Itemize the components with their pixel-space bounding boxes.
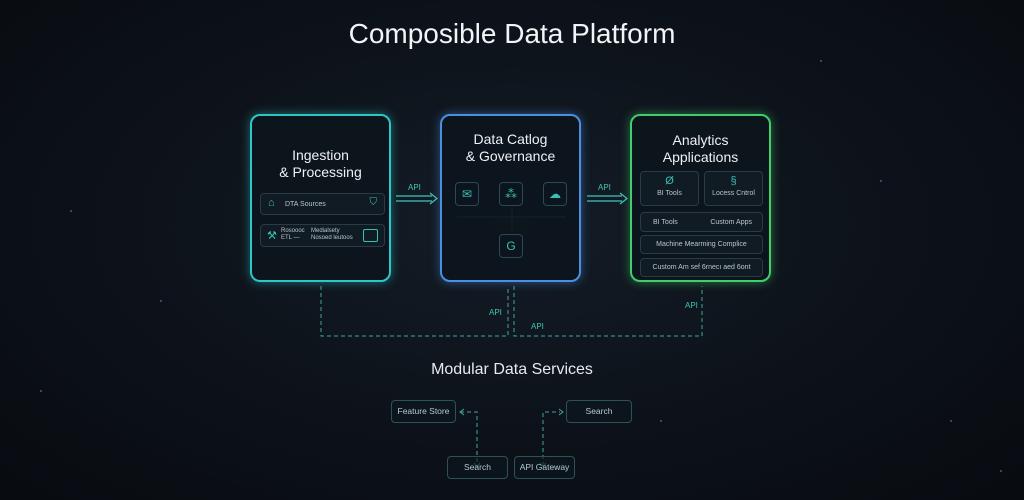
dashed-link-analytics xyxy=(513,286,703,337)
services-title: Modular Data Services xyxy=(431,361,593,378)
star xyxy=(950,420,952,422)
dashed-link-search xyxy=(542,411,560,466)
tile-access-control[interactable]: § Locess Cntrol xyxy=(704,171,763,206)
row-label: Custom Apps xyxy=(710,219,752,226)
tile-label: BI Tools xyxy=(657,190,682,197)
row-dta-sources[interactable]: ⌂ DTA Sources ⛉ xyxy=(260,193,385,215)
api-label: API xyxy=(489,308,502,317)
panel-title: Analytics Applications xyxy=(632,132,769,166)
panel-title: Ingestion & Processing xyxy=(252,147,389,181)
catalog-panel[interactable]: Data Catlog & Governance ✉ ⁂ ☁ G xyxy=(440,114,581,282)
star xyxy=(1000,470,1002,472)
camera-icon: ⌂ xyxy=(268,197,275,209)
shield-icon: ⛉ xyxy=(369,197,378,208)
envelope-icon[interactable]: ✉ xyxy=(455,182,479,206)
page-title: Composible Data Platform xyxy=(348,18,676,49)
cloud-icon[interactable]: ☁ xyxy=(543,182,567,206)
row-machine-learning[interactable]: Machine Mearming Complice xyxy=(640,235,763,254)
service-search-2[interactable]: Search xyxy=(447,456,508,479)
network-icon[interactable]: ⁂ xyxy=(499,182,523,206)
api-label: API xyxy=(685,301,698,310)
api-label: API xyxy=(531,322,544,331)
api-arrow-2 xyxy=(587,195,622,202)
magnet-icon[interactable]: G xyxy=(499,234,523,258)
title-line: Data Catlog xyxy=(473,131,548,147)
api-arrow-2-head xyxy=(619,192,628,205)
title-line: Ingestion xyxy=(292,147,349,163)
star xyxy=(160,300,162,302)
bulb-icon: Ø xyxy=(665,175,674,187)
link-icon: § xyxy=(730,175,737,187)
monitor-icon xyxy=(363,229,378,242)
star xyxy=(660,420,662,422)
wrench-icon: ⚒ xyxy=(267,230,277,242)
title-line: & Governance xyxy=(465,148,556,164)
row-custom[interactable]: Custom Am sef 6rnecı aed 6ont xyxy=(640,258,763,277)
text-line: ETL — xyxy=(281,235,300,241)
title-line: Analytics xyxy=(672,132,729,148)
analytics-panel[interactable]: Analytics Applications Ø BI Tools § Loce… xyxy=(630,114,771,282)
api-arrow-1-head xyxy=(429,192,438,205)
text-line: Rosoooc xyxy=(281,228,305,234)
star xyxy=(70,210,72,212)
api-label: API xyxy=(598,183,611,192)
row-label: DTA Sources xyxy=(285,201,326,208)
ingestion-panel[interactable]: Ingestion & Processing ⌂ DTA Sources ⛉ ⚒… xyxy=(250,114,391,282)
star xyxy=(880,180,882,182)
star xyxy=(40,390,42,392)
dashed-link-ingestion xyxy=(320,286,509,337)
tile-label: Locess Cntrol xyxy=(712,190,755,197)
panel-title: Data Catlog & Governance xyxy=(442,131,579,165)
text-line: Medialsety xyxy=(311,228,340,234)
row-bi-custom[interactable]: BI Tools Custom Apps xyxy=(640,212,763,232)
row-label: BI Tools xyxy=(653,219,678,226)
title-line: & Processing xyxy=(279,164,362,180)
text-line: Nosoed leutoos xyxy=(311,235,353,241)
tile-bi-tools[interactable]: Ø BI Tools xyxy=(640,171,699,206)
star xyxy=(820,60,822,62)
title-line: Applications xyxy=(662,149,739,165)
api-label: API xyxy=(408,183,421,192)
service-api-gateway[interactable]: API Gateway xyxy=(514,456,575,479)
service-feature-store[interactable]: Feature Store xyxy=(391,400,456,423)
dashed-link-feature-store xyxy=(460,411,478,466)
api-arrow-1 xyxy=(396,195,432,202)
service-search[interactable]: Search xyxy=(566,400,632,423)
